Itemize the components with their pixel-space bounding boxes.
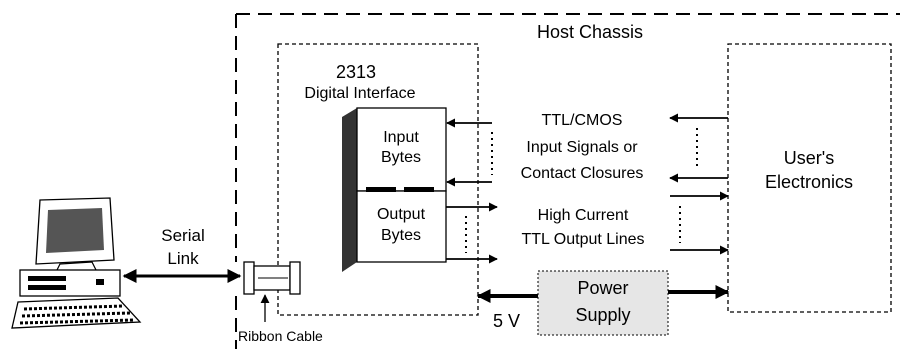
connector-left-plug [243,261,255,295]
input-bytes-label-2: Bytes [381,149,421,166]
serial-link-line2: Link [167,249,199,268]
host-chassis-label: Host Chassis [537,22,643,42]
output-lines-line2: TTL Output Lines [521,231,644,248]
keyboard-keys-row2 [21,311,131,318]
drive-bay-2 [28,285,66,290]
power-supply-line1: Power [577,278,628,298]
input-bytes-label-1: Input [383,129,419,146]
output-line-arrows: High Current TTL Output Lines [446,191,729,264]
input-signals-line2: Input Signals or [526,139,638,156]
output-bytes-label-1: Output [377,206,426,223]
power-button [96,279,104,285]
output-bytes-label-2: Bytes [381,227,421,244]
users-electronics-line1: User's [784,148,834,168]
digital-interface-box: 2313 Digital Interface [277,43,479,316]
section-divider-right [404,187,434,192]
input-signals-line1: TTL/CMOS [542,112,623,129]
system-unit [19,269,121,297]
users-electronics-box: User's Electronics [727,43,892,313]
power-supply-line2: Supply [575,305,630,325]
input-bytes-section [356,107,447,192]
serial-link-line1: Serial [161,226,204,245]
output-bytes-section [356,190,447,263]
power-supply: Power Supply 5 V [476,270,730,336]
power-voltage-label: 5 V [493,311,520,331]
input-signals-line3: Contact Closures [521,165,644,182]
computer-icon [11,197,142,329]
interface-name: Digital Interface [304,85,415,102]
input-signal-arrows: TTL/CMOS Input Signals or Contact Closur… [446,112,728,187]
serial-link: Serial Link [122,226,242,283]
connector-right-plug [289,261,301,295]
interface-model: 2313 [336,62,376,82]
section-divider-left [366,187,396,192]
monitor-screen [46,208,104,253]
keyboard-keys-row3 [19,318,135,325]
output-lines-line1: High Current [538,207,629,224]
drive-bay-1 [28,276,66,281]
io-module: Input Bytes Output Bytes [342,107,447,272]
connector-assembly: Ribbon Cable [238,261,323,344]
users-electronics-line2: Electronics [765,172,853,192]
keyboard-keys-row1 [23,304,125,311]
keyboard [11,297,142,329]
ribbon-cable-label: Ribbon Cable [238,328,323,344]
module-shadow [342,108,357,272]
host-chassis: Host Chassis [235,13,900,349]
